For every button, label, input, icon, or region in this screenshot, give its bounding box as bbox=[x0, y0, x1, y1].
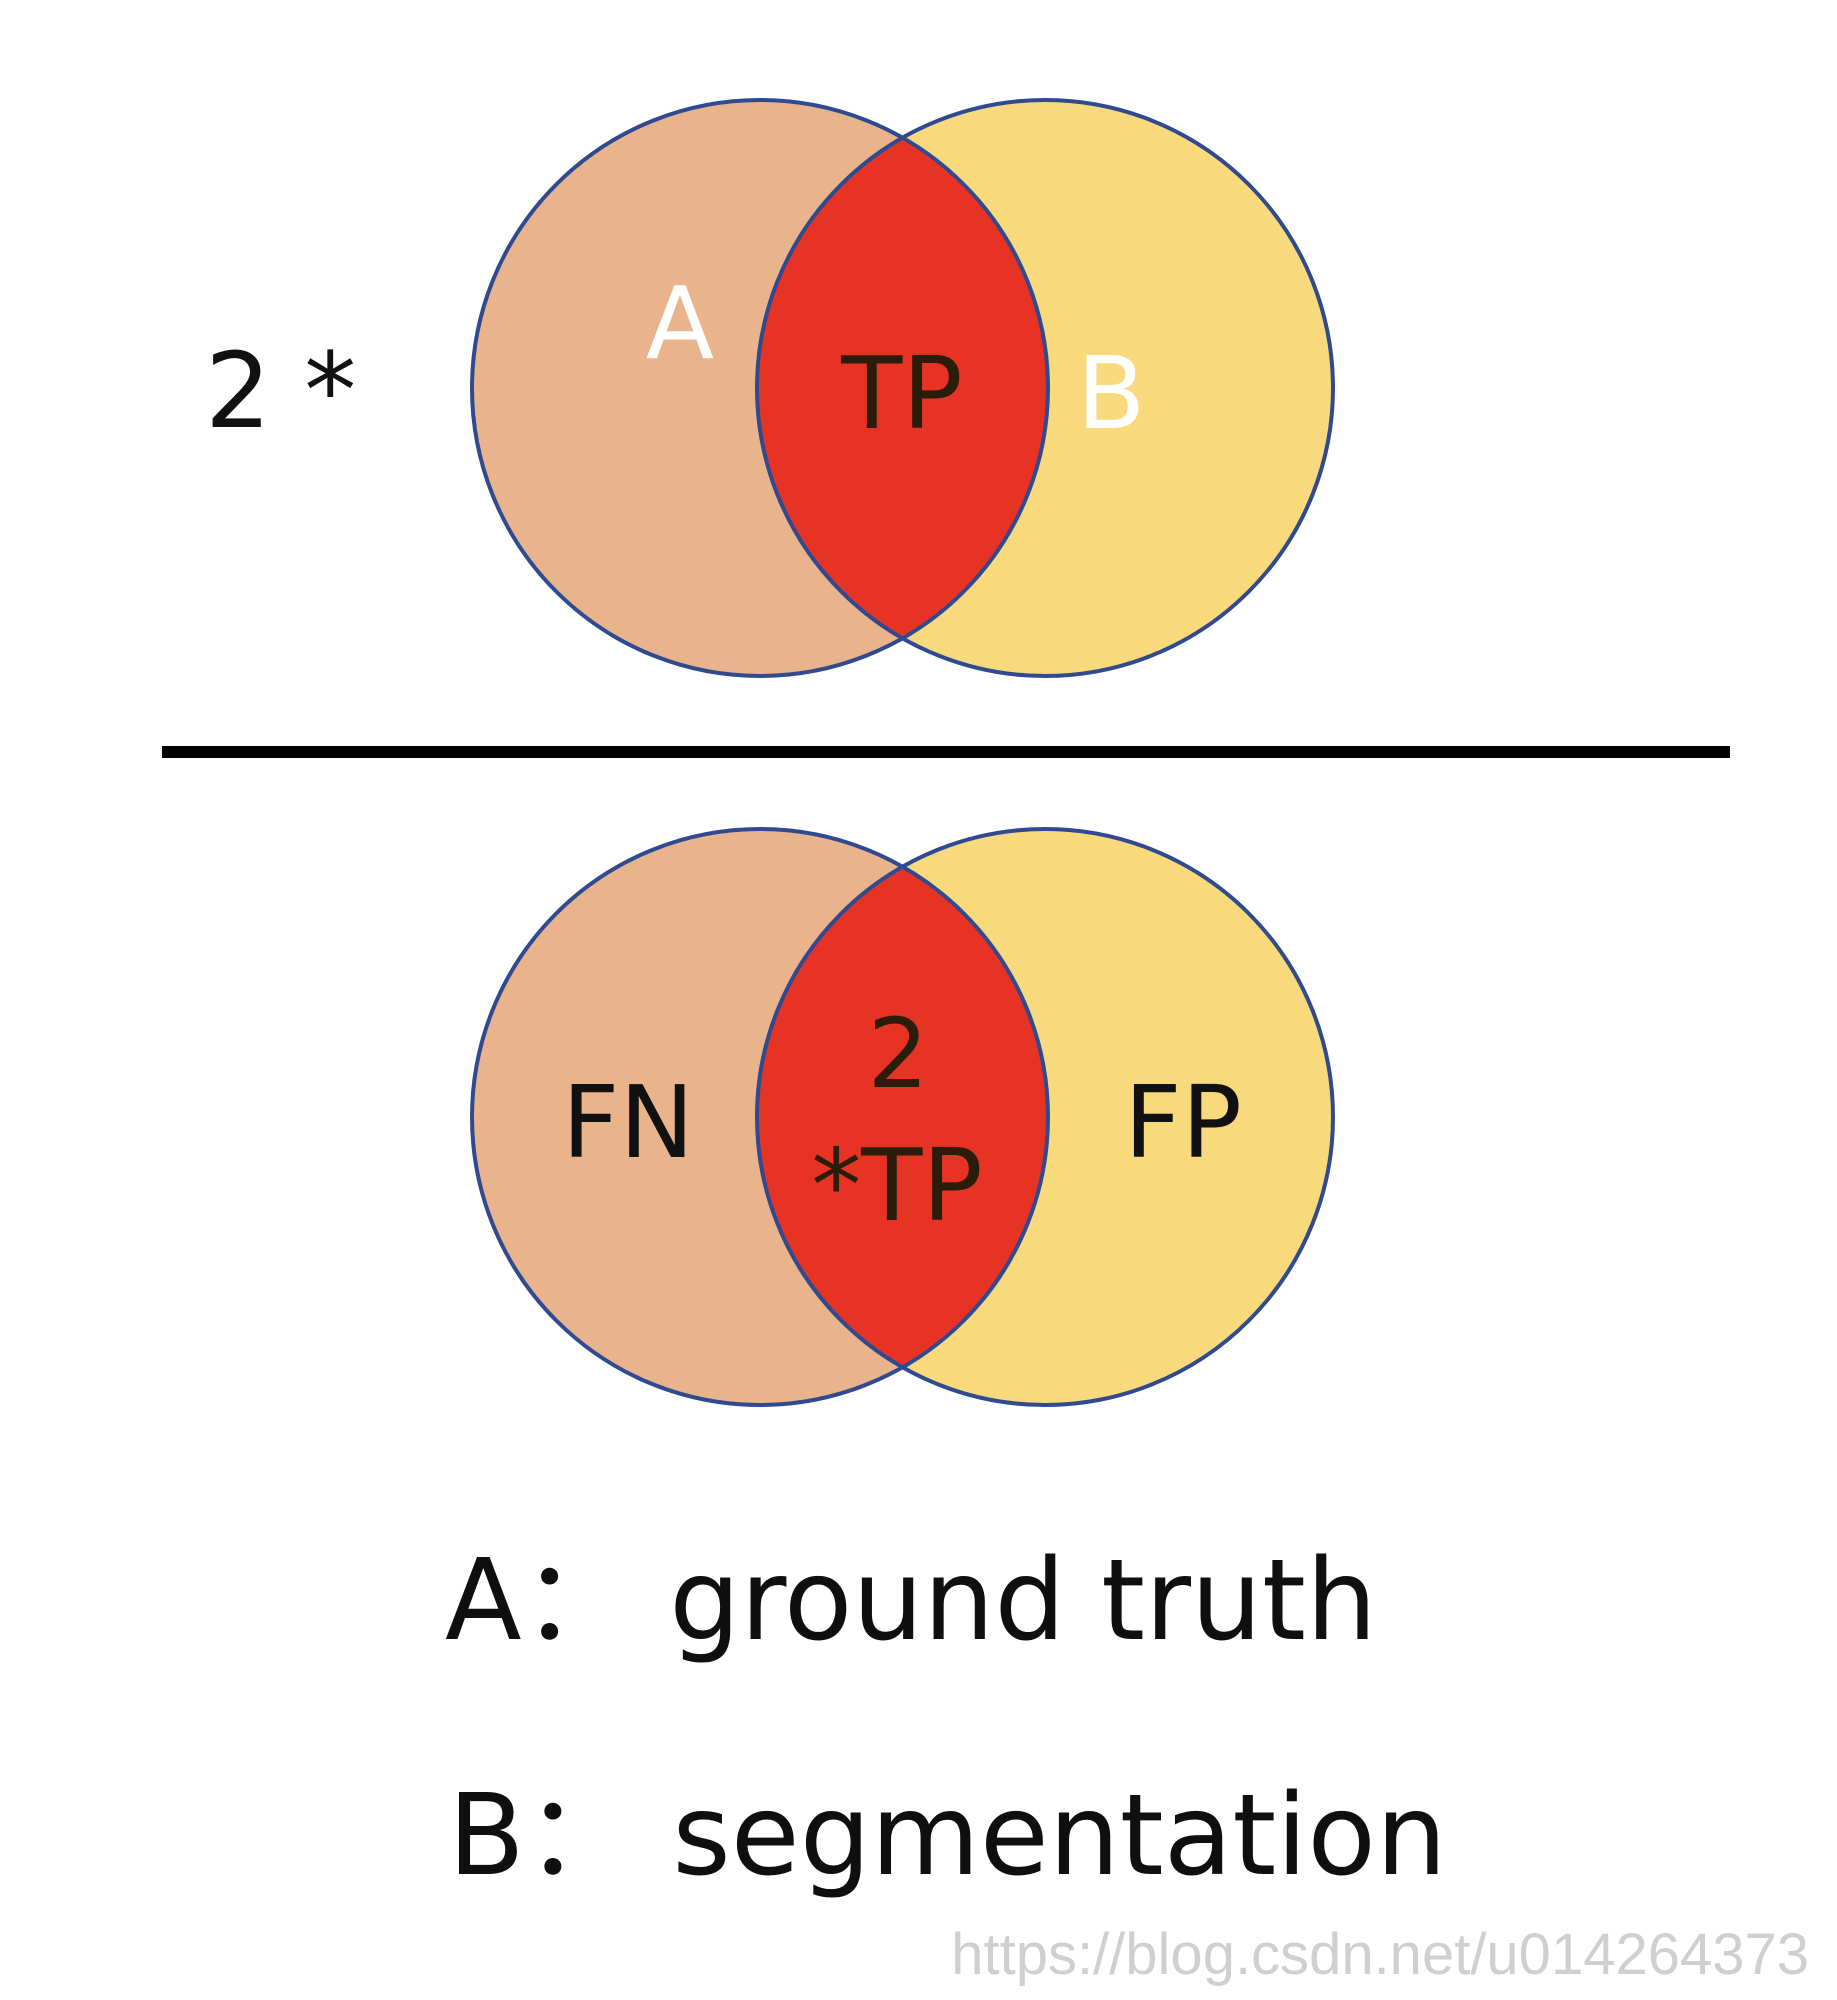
intersection-region bbox=[757, 100, 1048, 676]
intersection-label: TP bbox=[840, 335, 962, 452]
false-negative-label: FN bbox=[562, 1064, 694, 1181]
set-b-outline bbox=[755, 98, 1335, 678]
coefficient-text: 2 * bbox=[205, 330, 356, 452]
set-b-label: B bbox=[1077, 335, 1146, 452]
set-a-outline bbox=[470, 98, 1050, 678]
double-tp-label-line1: 2 bbox=[867, 998, 928, 1110]
false-positive-outline bbox=[755, 827, 1335, 1407]
false-negative-outline bbox=[470, 827, 1050, 1407]
watermark-url: https://blog.csdn.net/u014264373 bbox=[951, 1922, 1809, 1987]
denominator: FN 2 *TP FP bbox=[470, 827, 1335, 1407]
double-tp-label-line2: *TP bbox=[811, 1127, 982, 1244]
legend-ground-truth: A： ground truth bbox=[445, 1536, 1377, 1666]
false-positive-label: FP bbox=[1124, 1064, 1242, 1181]
numerator: 2 * A TP B bbox=[205, 98, 1335, 678]
set-a-label: A bbox=[646, 265, 714, 382]
legend-segmentation: B： segmentation bbox=[448, 1771, 1447, 1901]
double-tp-region bbox=[757, 829, 1048, 1405]
